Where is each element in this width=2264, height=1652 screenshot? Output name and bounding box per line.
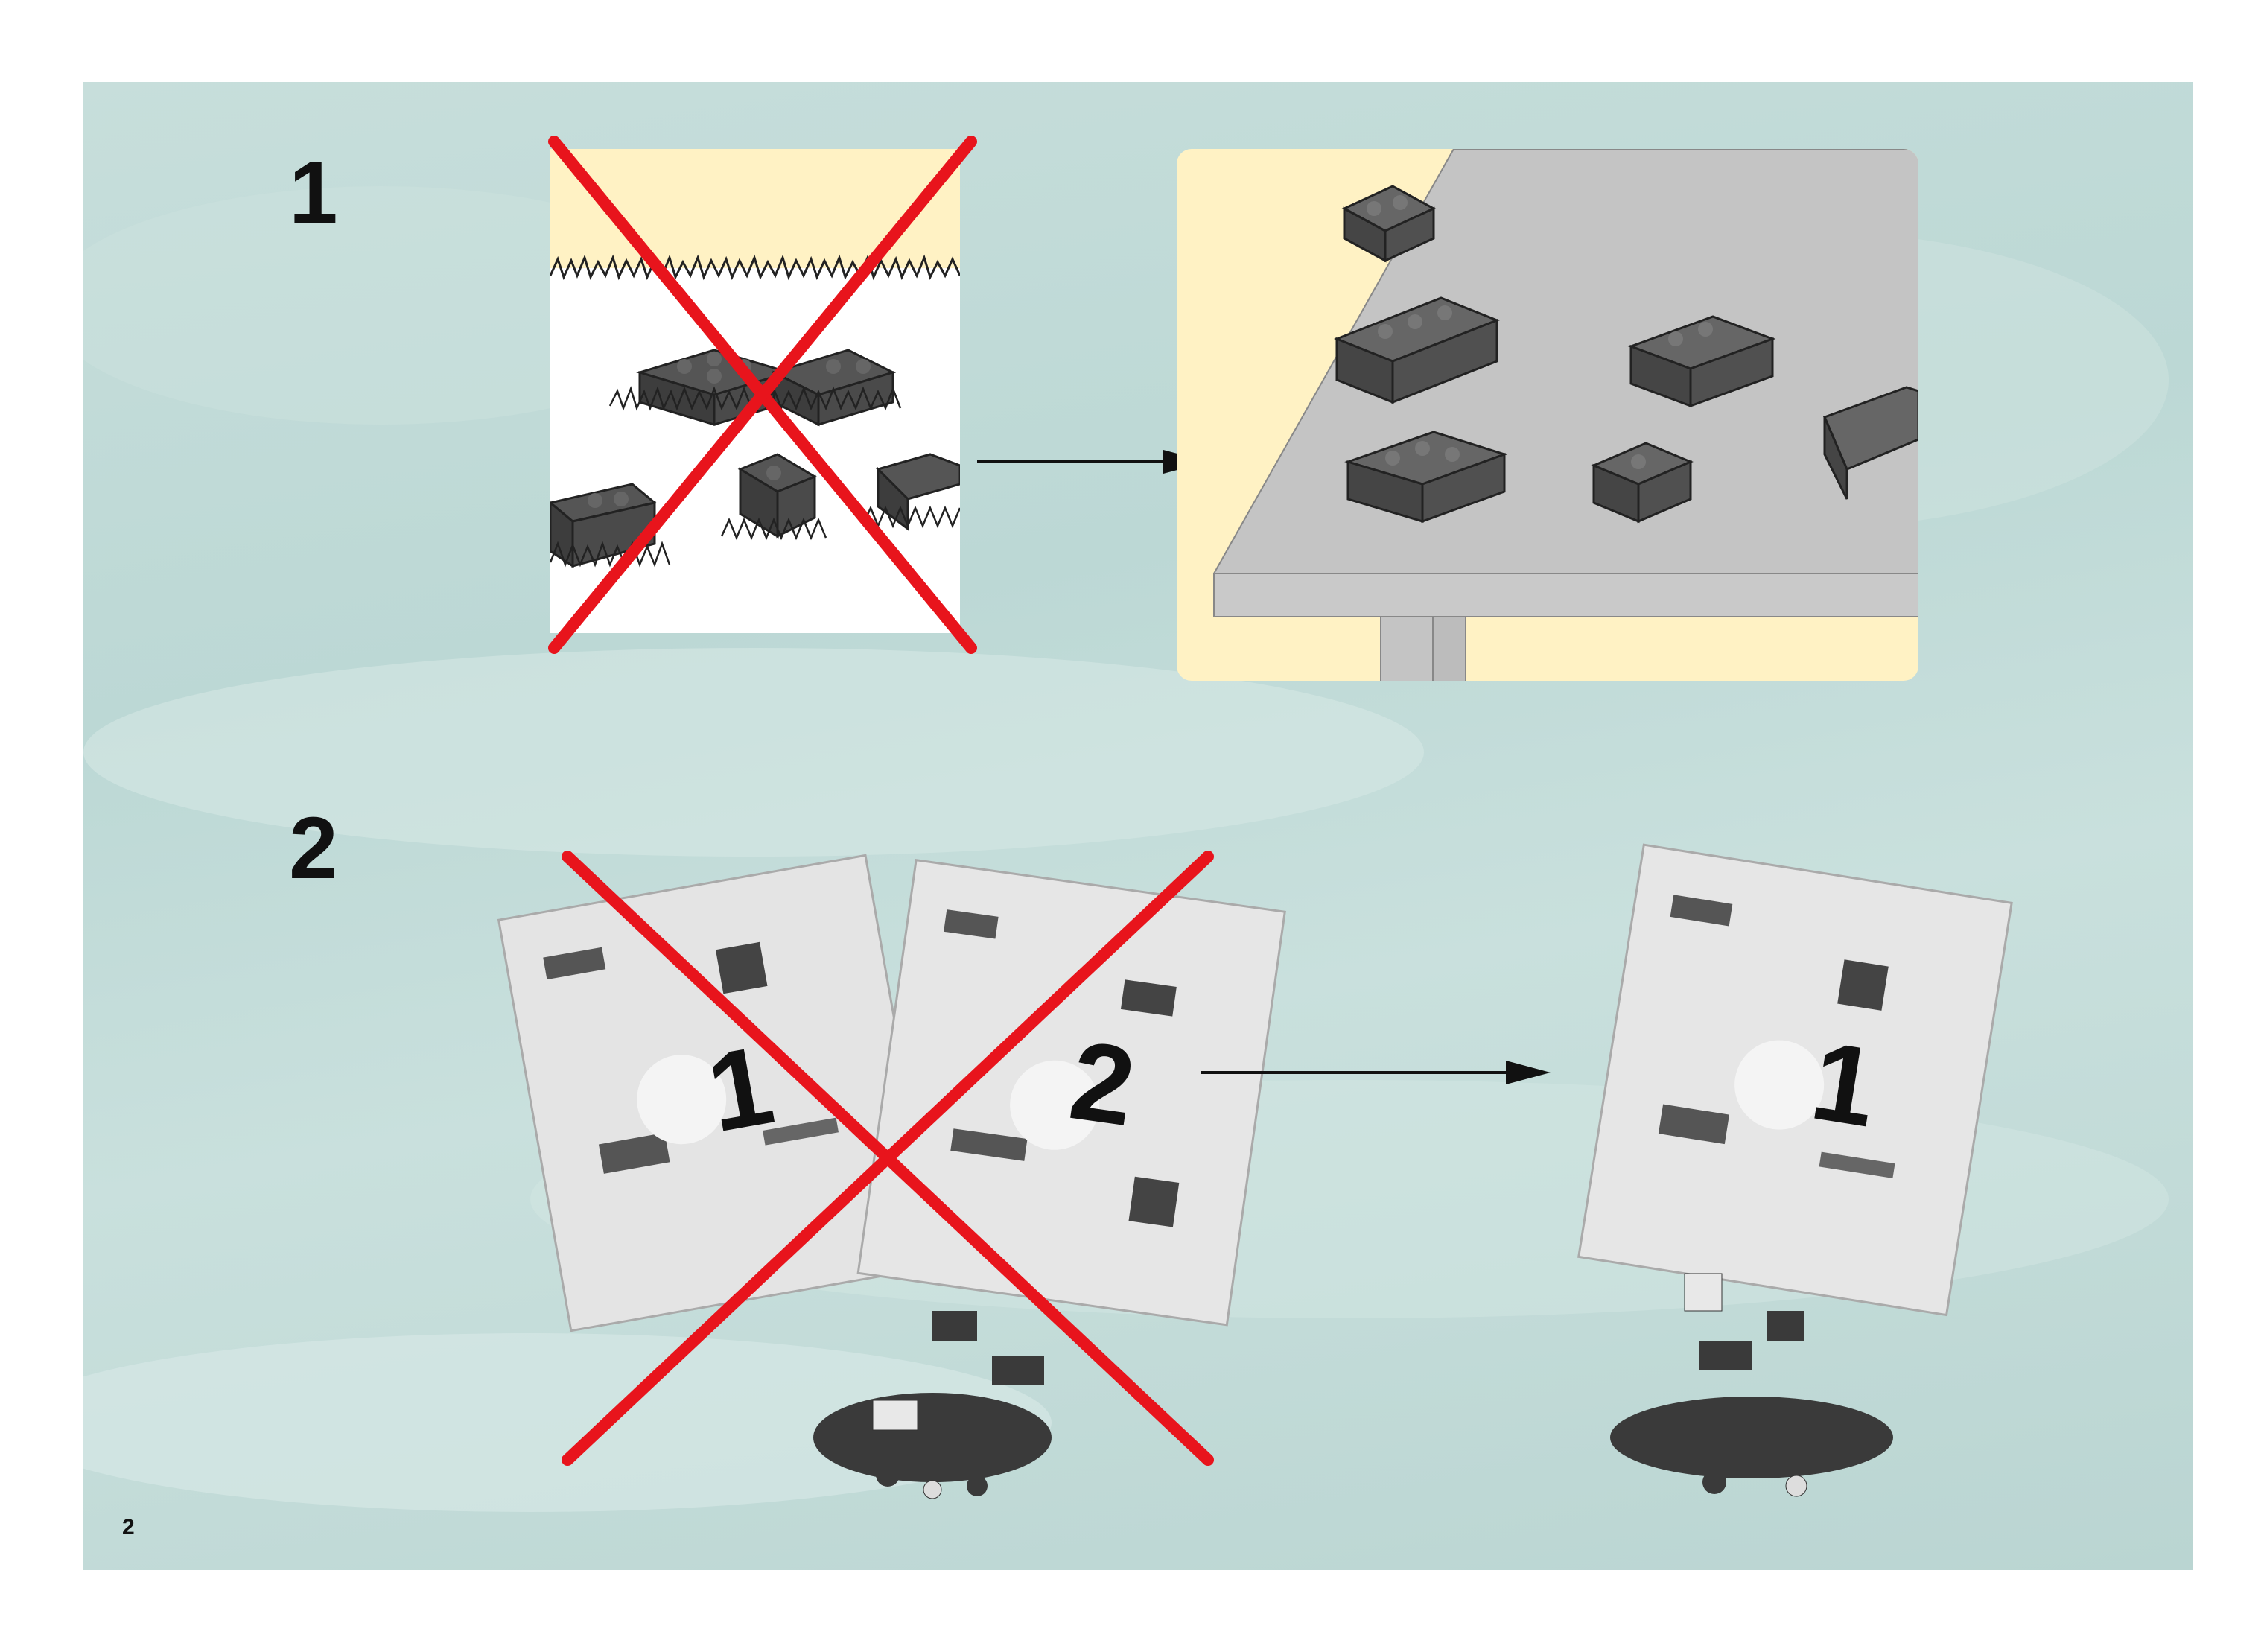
arrow-right-icon-2 [1201, 1050, 1558, 1095]
cross-icon-2 [553, 842, 1223, 1475]
instruction-page: 1 2 [83, 82, 2193, 1570]
step-number-1: 1 [289, 149, 338, 237]
cross-icon [539, 127, 986, 663]
correct-bag-group: 1 [1513, 790, 2094, 1534]
page-number: 2 [122, 1516, 135, 1539]
correct-table-panel [1177, 149, 1918, 681]
step-number-2: 2 [289, 804, 338, 892]
